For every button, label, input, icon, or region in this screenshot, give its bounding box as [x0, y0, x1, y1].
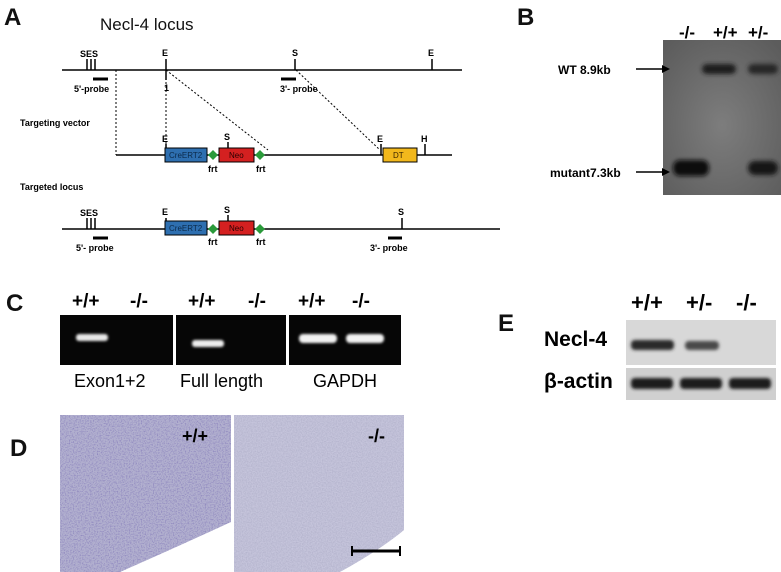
- targeting-vector-label: Targeting vector: [20, 118, 90, 128]
- neo-cassette: [218, 220, 255, 236]
- neo-cassette: [218, 147, 255, 163]
- vector-site-h: H: [421, 134, 428, 144]
- frt-site-icon: [255, 150, 265, 160]
- targeted-locus-label: Targeted locus: [20, 182, 83, 192]
- lane-label: +/-: [748, 23, 768, 42]
- gel-band: [192, 340, 224, 347]
- wb-lane-label: +/+: [631, 290, 663, 315]
- creert2-cassette: [164, 220, 208, 236]
- dt-cassette: [382, 147, 418, 163]
- gel-band: [299, 334, 337, 343]
- frt-site-icon: [255, 224, 265, 234]
- southern-blot-panel: -/- +/+ +/- WT 8.9kb mutant7.3kb: [550, 23, 781, 195]
- frt-site-icon: [208, 150, 218, 160]
- neo-label: Neo: [229, 151, 244, 160]
- frt-label-1: frt: [208, 164, 218, 174]
- site-ses-1: SES: [80, 49, 98, 59]
- wt-band-wt: [702, 64, 736, 74]
- wb-row-label: Necl-4: [544, 328, 607, 351]
- creert2-label: CreERT2: [169, 151, 203, 160]
- targeting-diagram: Necl-4 locus SES E 1 S E 5'-probe 3'- pr…: [20, 15, 500, 253]
- probe-3-label-2: 3'- probe: [370, 243, 408, 253]
- exon-1: 1: [164, 83, 169, 93]
- vector-site-s: S: [224, 132, 230, 142]
- western-blot-panel: +/+ +/- -/- Necl-4 β-actin: [544, 290, 776, 400]
- ish-genotype-label: +/+: [182, 426, 208, 446]
- site-s-1: S: [292, 48, 298, 58]
- panel-label-b: B: [517, 4, 535, 31]
- gel-caption: Full length: [180, 371, 263, 391]
- ish-genotype-label: -/-: [368, 426, 385, 446]
- probe-5-label: 5'-probe: [74, 84, 109, 94]
- wb-lane-label: -/-: [736, 290, 757, 315]
- frt-label-3: frt: [208, 237, 218, 247]
- gel-lane-label: +/+: [72, 291, 99, 312]
- mutant-band-het: [748, 161, 778, 175]
- targeted-site-s: S: [224, 205, 230, 215]
- gel-lane-label: -/-: [248, 291, 266, 312]
- site-ses-2: SES: [80, 208, 98, 218]
- panel-label-e: E: [498, 310, 515, 337]
- vector-site-e-2: E: [377, 134, 383, 144]
- gel-band: [346, 334, 384, 343]
- targeted-site-e: E: [162, 207, 168, 217]
- gel-full-length: [176, 315, 286, 365]
- wb-band: [680, 378, 722, 389]
- panel-label-a: A: [4, 4, 22, 31]
- locus-title: Necl-4 locus: [100, 15, 194, 34]
- gel-caption: Exon1+2: [74, 371, 146, 391]
- creert2-cassette: [164, 147, 208, 163]
- gel-lane-label: -/-: [130, 291, 148, 312]
- mutant-band-ko: [673, 160, 709, 176]
- ish-ko-image: [234, 415, 404, 572]
- gel-lane-label: -/-: [352, 291, 370, 312]
- in-situ-panel: +/+ -/-: [60, 415, 404, 572]
- vector-site-e: E: [162, 134, 168, 144]
- wb-band: [631, 340, 674, 350]
- probe-5-label-2: 5'- probe: [76, 243, 114, 253]
- wb-band: [631, 378, 673, 389]
- gel-lane-label: +/+: [298, 291, 325, 312]
- wb-row-label: β-actin: [544, 370, 613, 393]
- gel-lane-label: +/+: [188, 291, 215, 312]
- gel-caption: GAPDH: [313, 371, 377, 391]
- lane-label: -/-: [679, 23, 695, 42]
- probe-3-label: 3'- probe: [280, 84, 318, 94]
- site-e-2: E: [428, 48, 434, 58]
- site-e-1: E: [162, 48, 168, 58]
- gel-band: [76, 334, 108, 341]
- mutant-size-label: mutant7.3kb: [550, 166, 621, 180]
- frt-site-icon: [208, 224, 218, 234]
- neo-label-2: Neo: [229, 224, 244, 233]
- frt-label-2: frt: [256, 164, 266, 174]
- targeted-site-s-2: S: [398, 207, 404, 217]
- wb-band: [729, 378, 771, 389]
- frt-label-4: frt: [256, 237, 266, 247]
- wt-size-label: WT 8.9kb: [558, 63, 611, 77]
- rtpcr-panel: +/+ -/- +/+ -/- +/+ -/- Exon1+2 Full len…: [60, 291, 401, 391]
- lane-label: +/+: [713, 23, 738, 42]
- panel-label-c: C: [6, 290, 24, 317]
- creert2-label-2: CreERT2: [169, 224, 203, 233]
- wb-band: [685, 341, 719, 350]
- dt-label: DT: [393, 151, 404, 160]
- wt-band-het: [748, 64, 778, 74]
- wb-lane-label: +/-: [686, 290, 712, 315]
- panel-label-d: D: [10, 435, 28, 462]
